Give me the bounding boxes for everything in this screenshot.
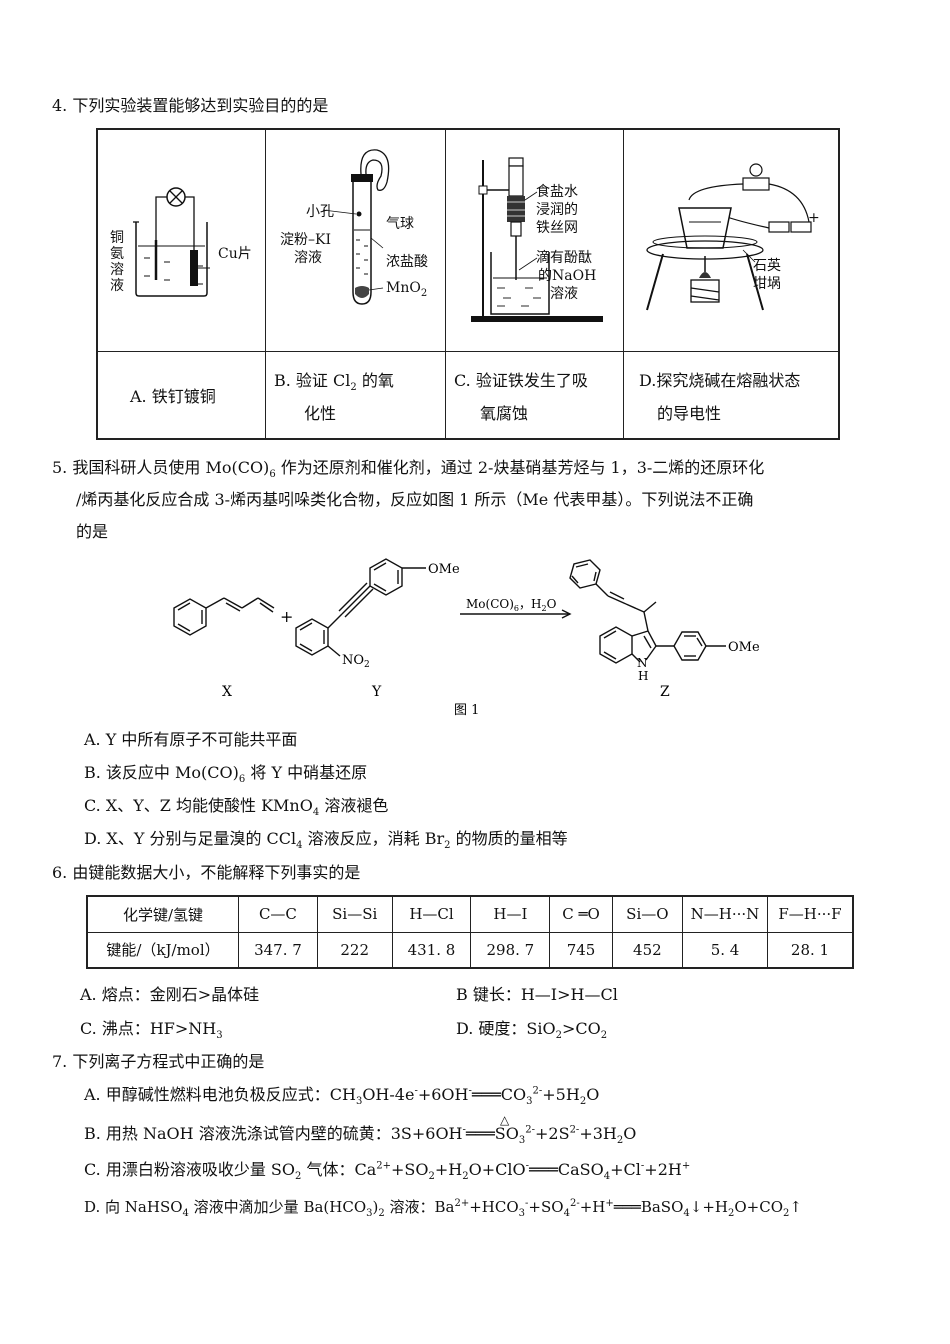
table-cell: 298. 7 xyxy=(470,931,551,969)
label-z: Z xyxy=(660,684,670,700)
table-cell: Si—O xyxy=(611,895,684,933)
q4-apparatus-table: 铜氨溶液 Cu片 小孔 气球 淀粉–KI 溶液 浓盐酸 MnO2 xyxy=(96,128,840,440)
ome-z: OMe xyxy=(728,640,760,655)
label-copper-ammonia: 铜氨溶液 xyxy=(110,230,124,294)
q7-option-b: B. 用热 NaOH 溶液洗涤试管内壁的硫黄：3S+6OH-═══SO32-+2… xyxy=(84,1124,637,1147)
label-small-hole: 小孔 xyxy=(306,204,334,220)
table-cell: H—Cl xyxy=(391,895,472,933)
table-cell: 222 xyxy=(316,931,393,969)
table-cell: N—H···N xyxy=(682,895,768,933)
q7-delta-sign: △ xyxy=(500,1113,510,1127)
label-cu-sheet: Cu片 xyxy=(218,246,252,262)
table-cell: 745 xyxy=(549,931,613,969)
table-cell: 键能/（kJ/mol） xyxy=(86,931,239,969)
table-cell: F—H···F xyxy=(767,895,854,933)
label-phenolphthalein: 滴有酚酞 xyxy=(536,250,592,266)
q6-option-a: A. 熔点：金刚石>晶体硅 xyxy=(80,985,260,1004)
figure-b-test-tube xyxy=(322,149,390,305)
figure-a-electroplating xyxy=(133,187,210,297)
q4-stem: 4. 下列实验装置能够达到实验目的的是 xyxy=(52,96,329,115)
label-conc-hcl: 浓盐酸 xyxy=(386,254,428,270)
table-cell: 化学键/氢键 xyxy=(86,895,239,933)
q5-option-b: B. 该反应中 Mo(CO)6 将 Y 中硝基还原 xyxy=(84,763,368,786)
reaction-scheme: + OMe NO2 Mo(CO)6，H2O OMe N H X Y Z 图 1 xyxy=(173,558,760,718)
q5-stem-line2: /烯丙基化反应合成 3-烯丙基吲哚类化合物，反应如图 1 所示（Me 代表甲基）… xyxy=(76,490,754,509)
table-row: 键能/（kJ/mol） 347. 7 222 431. 8 298. 7 745… xyxy=(86,931,854,969)
label-solution: 溶液 xyxy=(294,250,322,266)
q6-option-c: C. 沸点：HF>NH3 xyxy=(80,1019,223,1042)
table-cell: 347. 7 xyxy=(238,931,318,969)
table-cell: H—I xyxy=(470,895,551,933)
indole-n: N xyxy=(637,656,648,670)
table-cell: C ═O xyxy=(549,895,613,933)
q6-option-d: D. 硬度：SiO2>CO2 xyxy=(456,1019,608,1042)
q5-stem-line1: 5. 我国科研人员使用 Mo(CO)6 作为还原剂和催化剂，通过 2-炔基硝基芳… xyxy=(52,458,765,481)
label-quartz: 石英 xyxy=(753,258,781,274)
label-balloon: 气球 xyxy=(386,216,414,232)
option-d-caption: D.探究烧碱在熔融状态 的导电性 xyxy=(639,371,801,423)
q7-option-a: A. 甲醇碱性燃料电池负极反应式：CH3OH-4e-+6OH-═══CO32-+… xyxy=(84,1085,600,1108)
q5-option-c: C. X、Y、Z 均能使酸性 KMnO4 溶液褪色 xyxy=(84,796,389,819)
bond-energy-table: 化学键/氢键 C—C Si—Si H—Cl H—I C ═O Si—O N—H·… xyxy=(86,895,854,969)
figure-caption: 图 1 xyxy=(454,703,479,718)
no2-y: NO2 xyxy=(342,653,370,670)
ome-y: OMe xyxy=(428,562,460,577)
q6-stem: 6. 由键能数据大小，不能解释下列事实的是 xyxy=(52,863,361,882)
q5-option-d: D. X、Y 分别与足量溴的 CCl4 溶液反应，消耗 Br2 的物质的量相等 xyxy=(84,829,568,852)
table-cell: Si—Si xyxy=(316,895,393,933)
option-a-caption: A. 铁钉镀铜 xyxy=(130,387,216,406)
table-cell: 452 xyxy=(611,931,684,969)
label-iron-mesh: 铁丝网 xyxy=(536,220,578,236)
label-y: Y xyxy=(371,684,382,700)
table-cell: 28. 1 xyxy=(767,931,854,969)
label-salt-water: 食盐水 xyxy=(536,184,578,200)
label-naoh-solution: 溶液 xyxy=(550,286,578,302)
q7-option-d: D. 向 NaHSO4 溶液中滴加少量 Ba(HCO3)2 溶液：Ba2++HC… xyxy=(84,1198,802,1219)
label-starch-ki: 淀粉–KI xyxy=(280,232,331,248)
q7-option-c: C. 用漂白粉溶液吸收少量 SO2 气体：Ca2++SO2+H2O+ClO-══… xyxy=(84,1160,691,1183)
label-plus-terminal: + xyxy=(808,210,820,226)
indole-h: H xyxy=(638,669,648,683)
figure-c-corrosion xyxy=(471,157,603,322)
reagent-label: Mo(CO)6，H2O xyxy=(466,597,557,613)
q5-option-a: A. Y 中所有原子不可能共平面 xyxy=(84,730,298,749)
label-mno2: MnO2 xyxy=(386,280,428,299)
table-cell: 5. 4 xyxy=(682,931,768,969)
option-b-caption: B. 验证 Cl2 的氧 化性 xyxy=(274,371,394,423)
label-crucible: 坩埚 xyxy=(753,276,781,292)
q7-stem: 7. 下列离子方程式中正确的是 xyxy=(52,1052,265,1071)
q6-option-b: B 键长：H—I>H—Cl xyxy=(456,985,618,1004)
option-c-caption: C. 验证铁发生了吸 氧腐蚀 xyxy=(454,371,588,423)
q5-stem-line3: 的是 xyxy=(76,522,109,541)
table-row: 化学键/氢键 C—C Si—Si H—Cl H—I C ═O Si—O N—H·… xyxy=(86,895,854,933)
label-x: X xyxy=(222,684,232,700)
table-cell: C—C xyxy=(238,895,318,933)
label-naoh: 的NaOH xyxy=(538,268,597,284)
table-cell: 431. 8 xyxy=(391,931,472,969)
figure-d-conductivity xyxy=(646,163,812,311)
label-soaked: 浸润的 xyxy=(536,202,578,218)
plus-sign: + xyxy=(280,607,293,626)
